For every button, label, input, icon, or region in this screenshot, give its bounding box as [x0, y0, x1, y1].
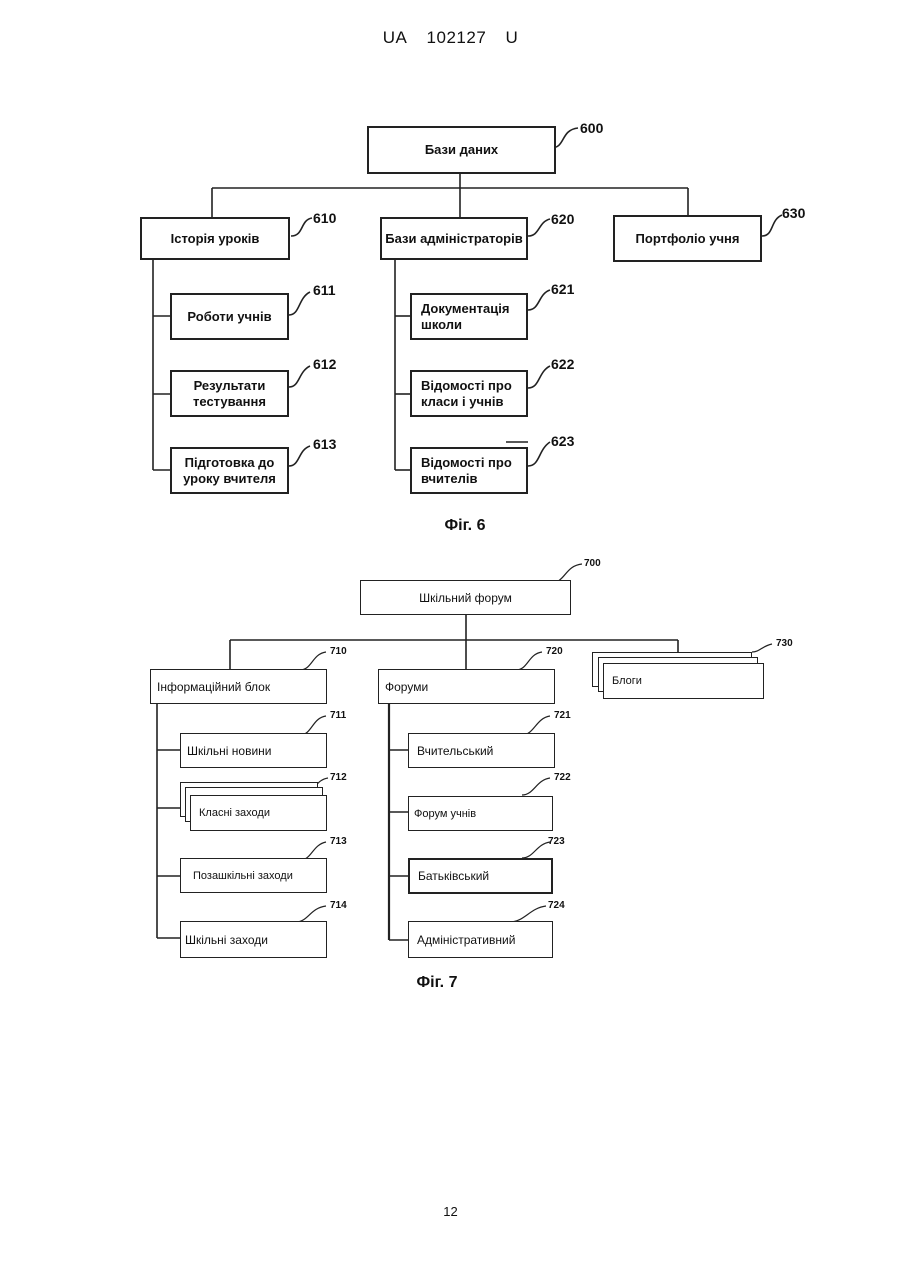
fig6-admin-item-ref: 623 [551, 433, 574, 449]
fig6-root-label: Бази даних [425, 142, 498, 158]
fig6-caption: Фіг. 6 [400, 517, 530, 535]
fig7-forum-item-box: Форум учнів [408, 796, 553, 831]
fig7-forum-item-ref: 721 [554, 710, 571, 721]
fig7-info-item-box: Класні заходи [190, 795, 327, 831]
fig6-portfolio-ref: 630 [782, 205, 805, 221]
fig7-info-item-label: Шкільні новини [187, 743, 272, 759]
fig6-root-ref: 600 [580, 120, 603, 136]
fig6-history-item-box: Підготовка до уроку вчителя [170, 447, 289, 494]
fig7-forum-item-label: Батьківський [418, 868, 489, 884]
fig6-history-item-box: Роботи учнів [170, 293, 289, 340]
fig7-info-item-box: Шкільні новини [180, 733, 327, 768]
fig7-blogs-box: Блоги [603, 663, 764, 699]
fig6-admin-box: Бази адміністраторів [380, 217, 528, 260]
fig6-admin-item-label: Документація школи [421, 301, 526, 333]
fig6-history-item-label: Підготовка до уроку вчителя [172, 455, 287, 487]
page-number: 12 [0, 1204, 901, 1219]
fig7-info-item-ref: 711 [330, 710, 346, 721]
fig7-forum-item-ref: 723 [548, 836, 565, 847]
fig7-forum-item-label: Адміністративний [417, 932, 515, 948]
fig7-info-ref: 710 [330, 646, 347, 657]
fig7-blogs-label: Блоги [612, 673, 642, 689]
fig6-history-item-label: Результати тестування [172, 378, 287, 410]
fig7-info-item-ref: 713 [330, 836, 347, 847]
fig7-forum-item-label: Форум учнів [414, 806, 476, 822]
fig6-admin-item-ref: 621 [551, 281, 574, 297]
fig7-info-item-ref: 712 [330, 772, 347, 783]
fig7-forums-label: Форуми [385, 679, 428, 695]
fig6-admin-item-box: Документація школи [410, 293, 528, 340]
fig6-history-item-ref: 611 [313, 282, 336, 298]
fig7-root-box: Шкільний форум [360, 580, 571, 615]
fig7-info-label: Інформаційний блок [157, 679, 270, 695]
fig6-portfolio-box: Портфоліо учня [613, 215, 762, 262]
fig7-info-item-label: Шкільні заходи [185, 932, 268, 948]
fig6-admin-item-label: Відомості про вчителів [421, 455, 526, 487]
fig7-info-item-box: Шкільні заходи [180, 921, 327, 958]
fig6-history-item-ref: 613 [313, 436, 336, 452]
fig6-history-box: Історія уроків [140, 217, 290, 260]
fig7-info-box: Інформаційний блок [150, 669, 327, 704]
fig6-admin-ref: 620 [551, 211, 574, 227]
fig7-root-label: Шкільний форум [419, 590, 512, 606]
fig7-forum-item-box: Вчительський [408, 733, 555, 768]
fig7-info-item-ref: 714 [330, 900, 347, 911]
fig6-admin-item-ref: 622 [551, 356, 574, 372]
fig6-history-ref: 610 [313, 210, 336, 226]
fig6-root-box: Бази даних [367, 126, 556, 174]
fig7-forum-item-ref: 724 [548, 900, 565, 911]
fig6-history-item-ref: 612 [313, 356, 336, 372]
fig6-history-item-box: Результати тестування [170, 370, 289, 417]
fig6-admin-label: Бази адміністраторів [385, 231, 522, 247]
fig7-info-item-box: Позашкільні заходи [180, 858, 327, 893]
fig7-forums-box: Форуми [378, 669, 555, 704]
fig7-blogs-ref: 730 [776, 638, 793, 649]
fig7-forum-item-box: Батьківський [408, 858, 553, 894]
fig6-admin-item-box: Відомості про класи і учнів [410, 370, 528, 417]
fig7-info-item-label: Позашкільні заходи [193, 868, 293, 884]
fig7-caption: Фіг. 7 [372, 974, 502, 992]
fig7-forum-item-label: Вчительський [417, 743, 493, 759]
fig7-forum-item-box: Адміністративний [408, 921, 553, 958]
fig6-history-item-label: Роботи учнів [187, 309, 271, 325]
fig7-info-item-label: Класні заходи [199, 805, 270, 821]
fig6-portfolio-label: Портфоліо учня [636, 231, 740, 247]
fig7-forum-item-ref: 722 [554, 772, 571, 783]
fig7-root-ref: 700 [584, 558, 601, 569]
fig6-admin-item-label: Відомості про класи і учнів [421, 378, 526, 410]
fig6-history-label: Історія уроків [171, 231, 260, 247]
fig6-admin-item-box: Відомості про вчителів [410, 447, 528, 494]
fig7-forums-ref: 720 [546, 646, 563, 657]
